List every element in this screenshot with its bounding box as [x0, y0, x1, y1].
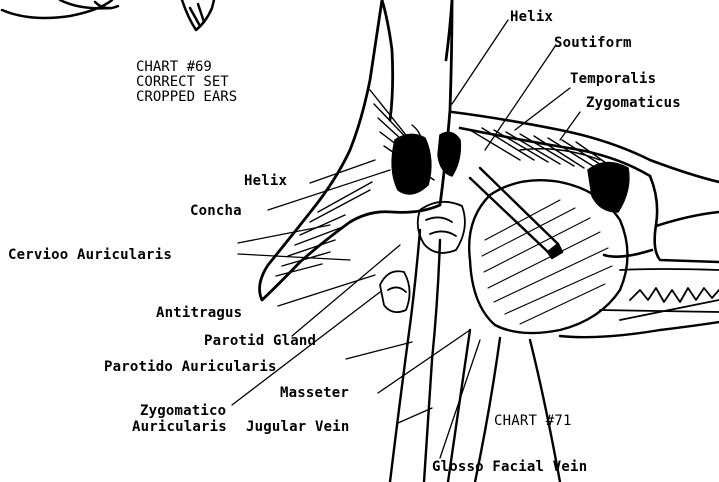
inner-shading [438, 132, 460, 176]
label-parotid-gland: Parotid Gland [204, 334, 316, 348]
label-parotido-auricularis: Parotido Auricularis [104, 360, 277, 374]
chart-title-line-1: CHART #69 [136, 60, 237, 75]
partial-sketch-top-left [2, 0, 214, 30]
label-masseter: Masseter [280, 386, 349, 400]
label-helix-top: Helix [510, 10, 553, 24]
label-zygomatico-line-1: Zygomatico [140, 404, 226, 418]
chart-title-line-3: CROPPED EARS [136, 90, 237, 105]
label-helix-left: Helix [244, 174, 287, 188]
label-temporalis: Temporalis [570, 72, 656, 86]
chart-footer: CHART #71 [494, 414, 572, 428]
chart-title: CHART #69 CORRECT SET CROPPED EARS [136, 60, 237, 105]
chart-title-line-2: CORRECT SET [136, 75, 237, 90]
label-zygomaticus: Zygomaticus [586, 96, 681, 110]
antitragus [380, 271, 410, 312]
temporalis-muscle [470, 128, 616, 170]
label-antitragus: Antitragus [156, 306, 242, 320]
concha-shading [392, 134, 431, 194]
label-cervico-auricularis: Cervioo Auricularis [8, 248, 172, 262]
label-jugular-vein: Jugular Vein [246, 420, 350, 434]
label-concha: Concha [190, 204, 242, 218]
neck-lines [390, 230, 719, 482]
masseter-hatching [482, 200, 612, 324]
label-glosso-facial-vein: Glosso Facial Vein [432, 460, 587, 474]
label-scutiform: Soutiform [554, 36, 632, 50]
label-zygomatico-line-2: Auricularis [132, 420, 227, 434]
